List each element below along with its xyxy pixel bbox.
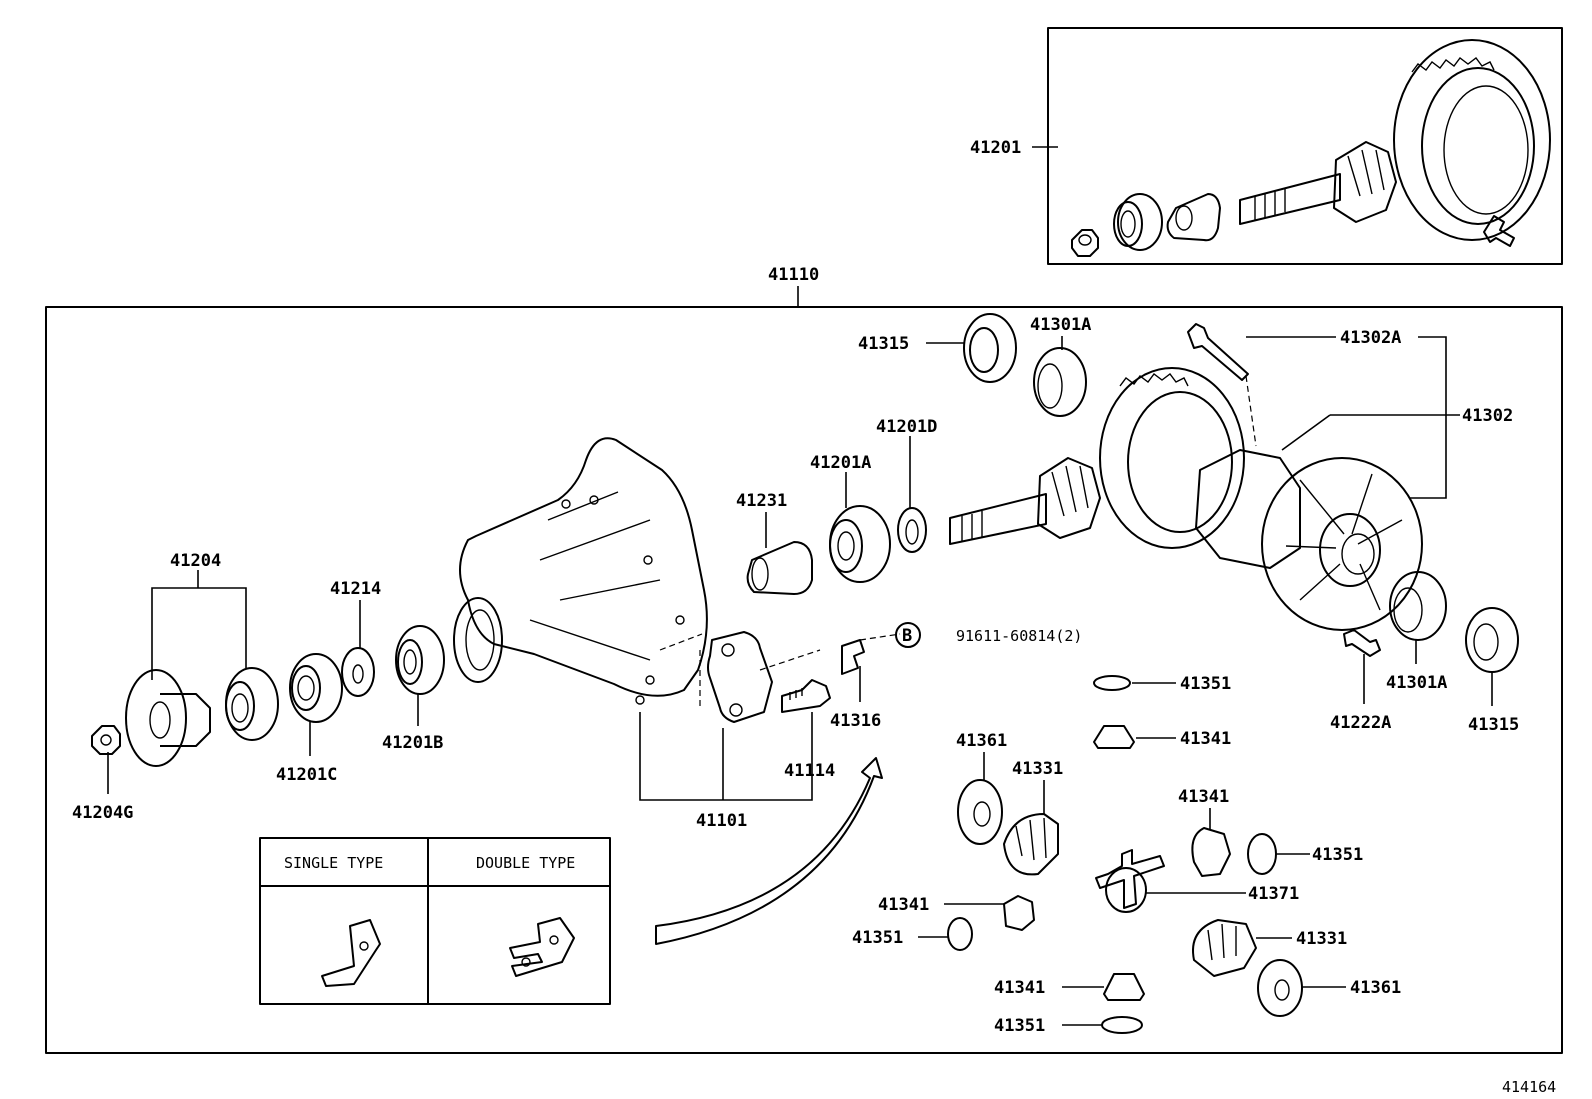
lock-plate-type-table: SINGLE TYPE DOUBLE TYPE (259, 837, 611, 1005)
label-41302A: 41302A (1340, 328, 1401, 348)
label-41331-a: 41331 (1012, 759, 1063, 779)
label-41361-a: 41361 (956, 731, 1007, 751)
flange-nut (91, 725, 121, 755)
lock-plate-41316 (841, 639, 865, 675)
label-41204G: 41204G (72, 803, 133, 823)
ring-pinion-kit (1071, 39, 1551, 257)
bolt-41302A (1187, 323, 1249, 381)
oil-seal (225, 667, 279, 741)
label-41331-b: 41331 (1296, 929, 1347, 949)
washer-41351-b (1247, 833, 1277, 875)
label-41201C: 41201C (276, 765, 337, 785)
single-type-plate-icon (321, 919, 381, 987)
washer-41351-a (1093, 675, 1131, 691)
label-41114: 41114 (784, 761, 835, 781)
ring-gear (1099, 367, 1245, 549)
washer-41214 (341, 647, 375, 697)
label-41201: 41201 (970, 138, 1021, 158)
label-41301A-top: 41301A (1030, 315, 1091, 335)
companion-flange (125, 669, 211, 767)
side-gear-41331-a (1003, 813, 1059, 876)
label-41315-top: 41315 (858, 334, 909, 354)
arrow (655, 757, 883, 945)
bearing-41201B (395, 625, 445, 695)
washer-41361-b (1257, 959, 1303, 1017)
drive-pinion (949, 457, 1101, 545)
bearing-41315-top (963, 313, 1017, 383)
washer-41361-a (957, 779, 1003, 845)
label-41201D: 41201D (876, 417, 937, 437)
label-41222A: 41222A (1330, 713, 1391, 733)
bearing-41301A-top (1033, 347, 1087, 417)
label-41214: 41214 (330, 579, 381, 599)
label-41110: 41110 (768, 265, 819, 285)
shim-41201D (897, 507, 927, 553)
label-single-type: SINGLE TYPE (284, 854, 383, 872)
spacer-41231 (746, 541, 813, 595)
label-41351-a: 41351 (1180, 674, 1231, 694)
label-41361-b: 41361 (1350, 978, 1401, 998)
bearing-41315-bottom (1465, 607, 1519, 673)
pinion-41341-c (1003, 895, 1035, 931)
label-41231: 41231 (736, 491, 787, 511)
label-41201A: 41201A (810, 453, 871, 473)
pinion-shaft-41371 (1095, 849, 1165, 913)
label-41371: 41371 (1248, 884, 1299, 904)
bolt-41114 (781, 679, 831, 713)
side-gear-41331-b (1192, 919, 1257, 977)
label-double-type: DOUBLE TYPE (476, 854, 575, 872)
bolt-ref-circle (895, 622, 921, 648)
label-bolt-ref: B (902, 626, 912, 646)
label-41316: 41316 (830, 711, 881, 731)
carrier-housing (453, 437, 708, 705)
carrier-assembly-frame (45, 306, 1563, 1054)
label-41201B: 41201B (382, 733, 443, 753)
bearing-41201C (289, 653, 343, 723)
label-41341-d: 41341 (994, 978, 1045, 998)
label-41351-c: 41351 (852, 928, 903, 948)
bearing-cap (707, 631, 773, 723)
bolt-41222A (1343, 629, 1381, 657)
double-type-plate-icon (509, 917, 575, 977)
label-41341-b: 41341 (1178, 787, 1229, 807)
label-41204: 41204 (170, 551, 221, 571)
pinion-41341-a (1093, 725, 1135, 749)
label-41341-c: 41341 (878, 895, 929, 915)
washer-41351-c (947, 917, 973, 951)
label-41351-b: 41351 (1312, 845, 1363, 865)
pinion-41341-b (1191, 827, 1231, 877)
bearing-41301A-bottom (1389, 571, 1447, 641)
diagram-id: 414164 (1502, 1078, 1556, 1096)
pinion-41341-d (1103, 973, 1145, 1001)
label-41101: 41101 (696, 811, 747, 831)
differential-case (1195, 449, 1423, 631)
bearing-41201A (829, 505, 891, 583)
label-41302: 41302 (1462, 406, 1513, 426)
ring-pinion-set-frame (1047, 27, 1563, 265)
label-41301A-bottom: 41301A (1386, 673, 1447, 693)
label-bolt-part: 91611-60814(2) (956, 627, 1082, 645)
label-41341-a: 41341 (1180, 729, 1231, 749)
label-41315-bottom: 41315 (1468, 715, 1519, 735)
washer-41351-d (1101, 1016, 1143, 1034)
label-41351-d: 41351 (994, 1016, 1045, 1036)
